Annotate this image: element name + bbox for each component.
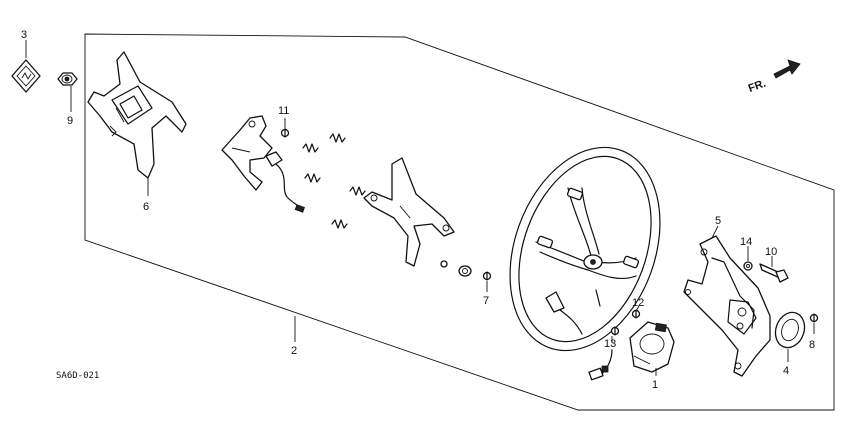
front-direction-indicator: FR. bbox=[747, 59, 801, 95]
emblem-part[interactable] bbox=[11, 59, 41, 93]
callout-8: 8 bbox=[809, 339, 815, 351]
callout-6: 6 bbox=[143, 201, 149, 213]
callout-11: 11 bbox=[278, 105, 289, 117]
wire-harness bbox=[588, 349, 613, 381]
ring-part-4[interactable] bbox=[771, 308, 810, 351]
assembly-boundary bbox=[84, 33, 835, 411]
washer-part-14[interactable] bbox=[743, 261, 753, 271]
screw-part-8[interactable] bbox=[809, 313, 819, 323]
callout-5: 5 bbox=[715, 215, 721, 227]
front-arrow-icon bbox=[773, 59, 801, 79]
steering-wheel-part[interactable] bbox=[483, 126, 686, 371]
horn-springs bbox=[302, 133, 366, 229]
callout-2: 2 bbox=[291, 345, 297, 357]
callout-14: 14 bbox=[740, 236, 752, 248]
horn-pad-part[interactable] bbox=[87, 51, 187, 179]
horn-plate bbox=[363, 157, 455, 267]
screw-part-7[interactable] bbox=[482, 271, 492, 281]
screw-part-11[interactable] bbox=[280, 128, 290, 138]
callout-9: 9 bbox=[67, 115, 73, 127]
washers bbox=[440, 260, 472, 277]
diagram-code: SA6D-021 bbox=[56, 371, 99, 381]
screw-part-12[interactable] bbox=[631, 309, 641, 319]
callout-7: 7 bbox=[483, 295, 489, 307]
horn-contact-bracket bbox=[221, 115, 305, 213]
callout-3: 3 bbox=[21, 29, 27, 41]
callout-13: 13 bbox=[604, 338, 616, 350]
bolt-part-10[interactable] bbox=[759, 263, 789, 283]
screw-part-13[interactable] bbox=[610, 326, 620, 336]
cancel-unit-part[interactable] bbox=[629, 321, 675, 373]
front-direction-label: FR. bbox=[747, 78, 768, 95]
rear-cover-part[interactable] bbox=[683, 235, 771, 377]
nut-part[interactable] bbox=[57, 72, 78, 86]
callout-1: 1 bbox=[652, 379, 658, 391]
callout-4: 4 bbox=[783, 365, 789, 377]
callout-12: 12 bbox=[632, 297, 644, 309]
callout-10: 10 bbox=[765, 246, 777, 258]
